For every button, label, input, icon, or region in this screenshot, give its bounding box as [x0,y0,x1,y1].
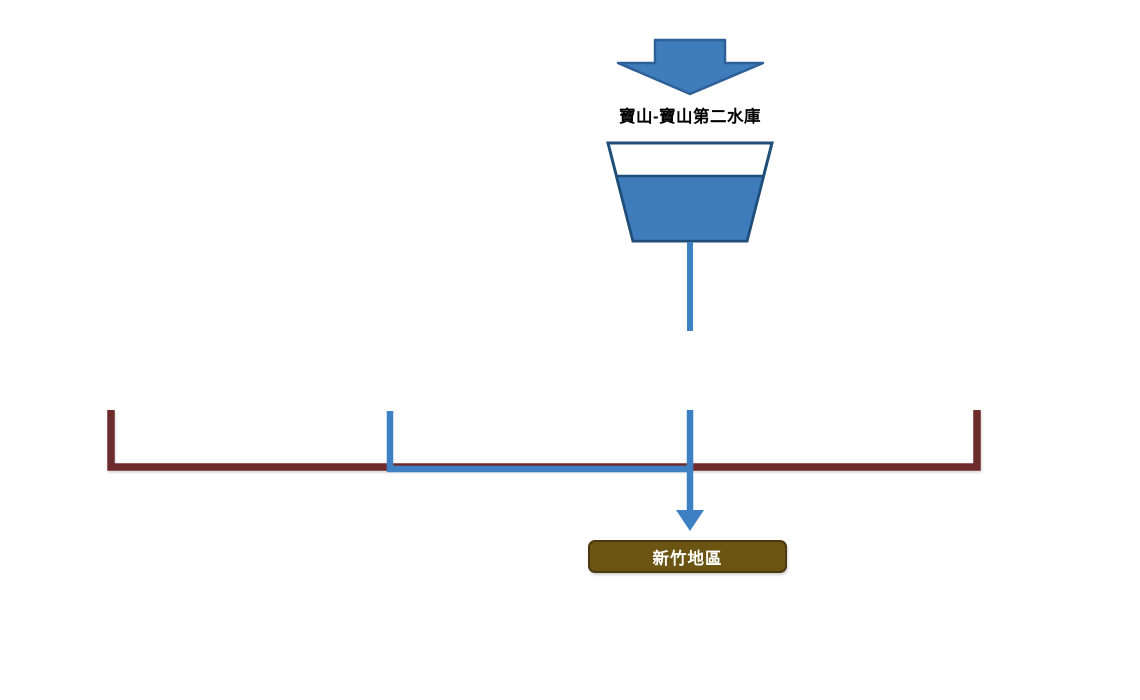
region-label: 新竹地區 [652,549,723,568]
reservoir-label: 寶山-寶山第二水庫 [619,108,761,126]
distribution-bracket-maroon [107,410,981,471]
block-down-arrow-icon [616,38,765,96]
reservoir-node[interactable] [606,141,774,243]
distribution-bracket-blue [386,411,690,473]
reservoir-water-level [614,174,766,243]
region-box[interactable]: 新竹地區 [588,540,787,573]
down-arrow-icon [676,510,704,531]
